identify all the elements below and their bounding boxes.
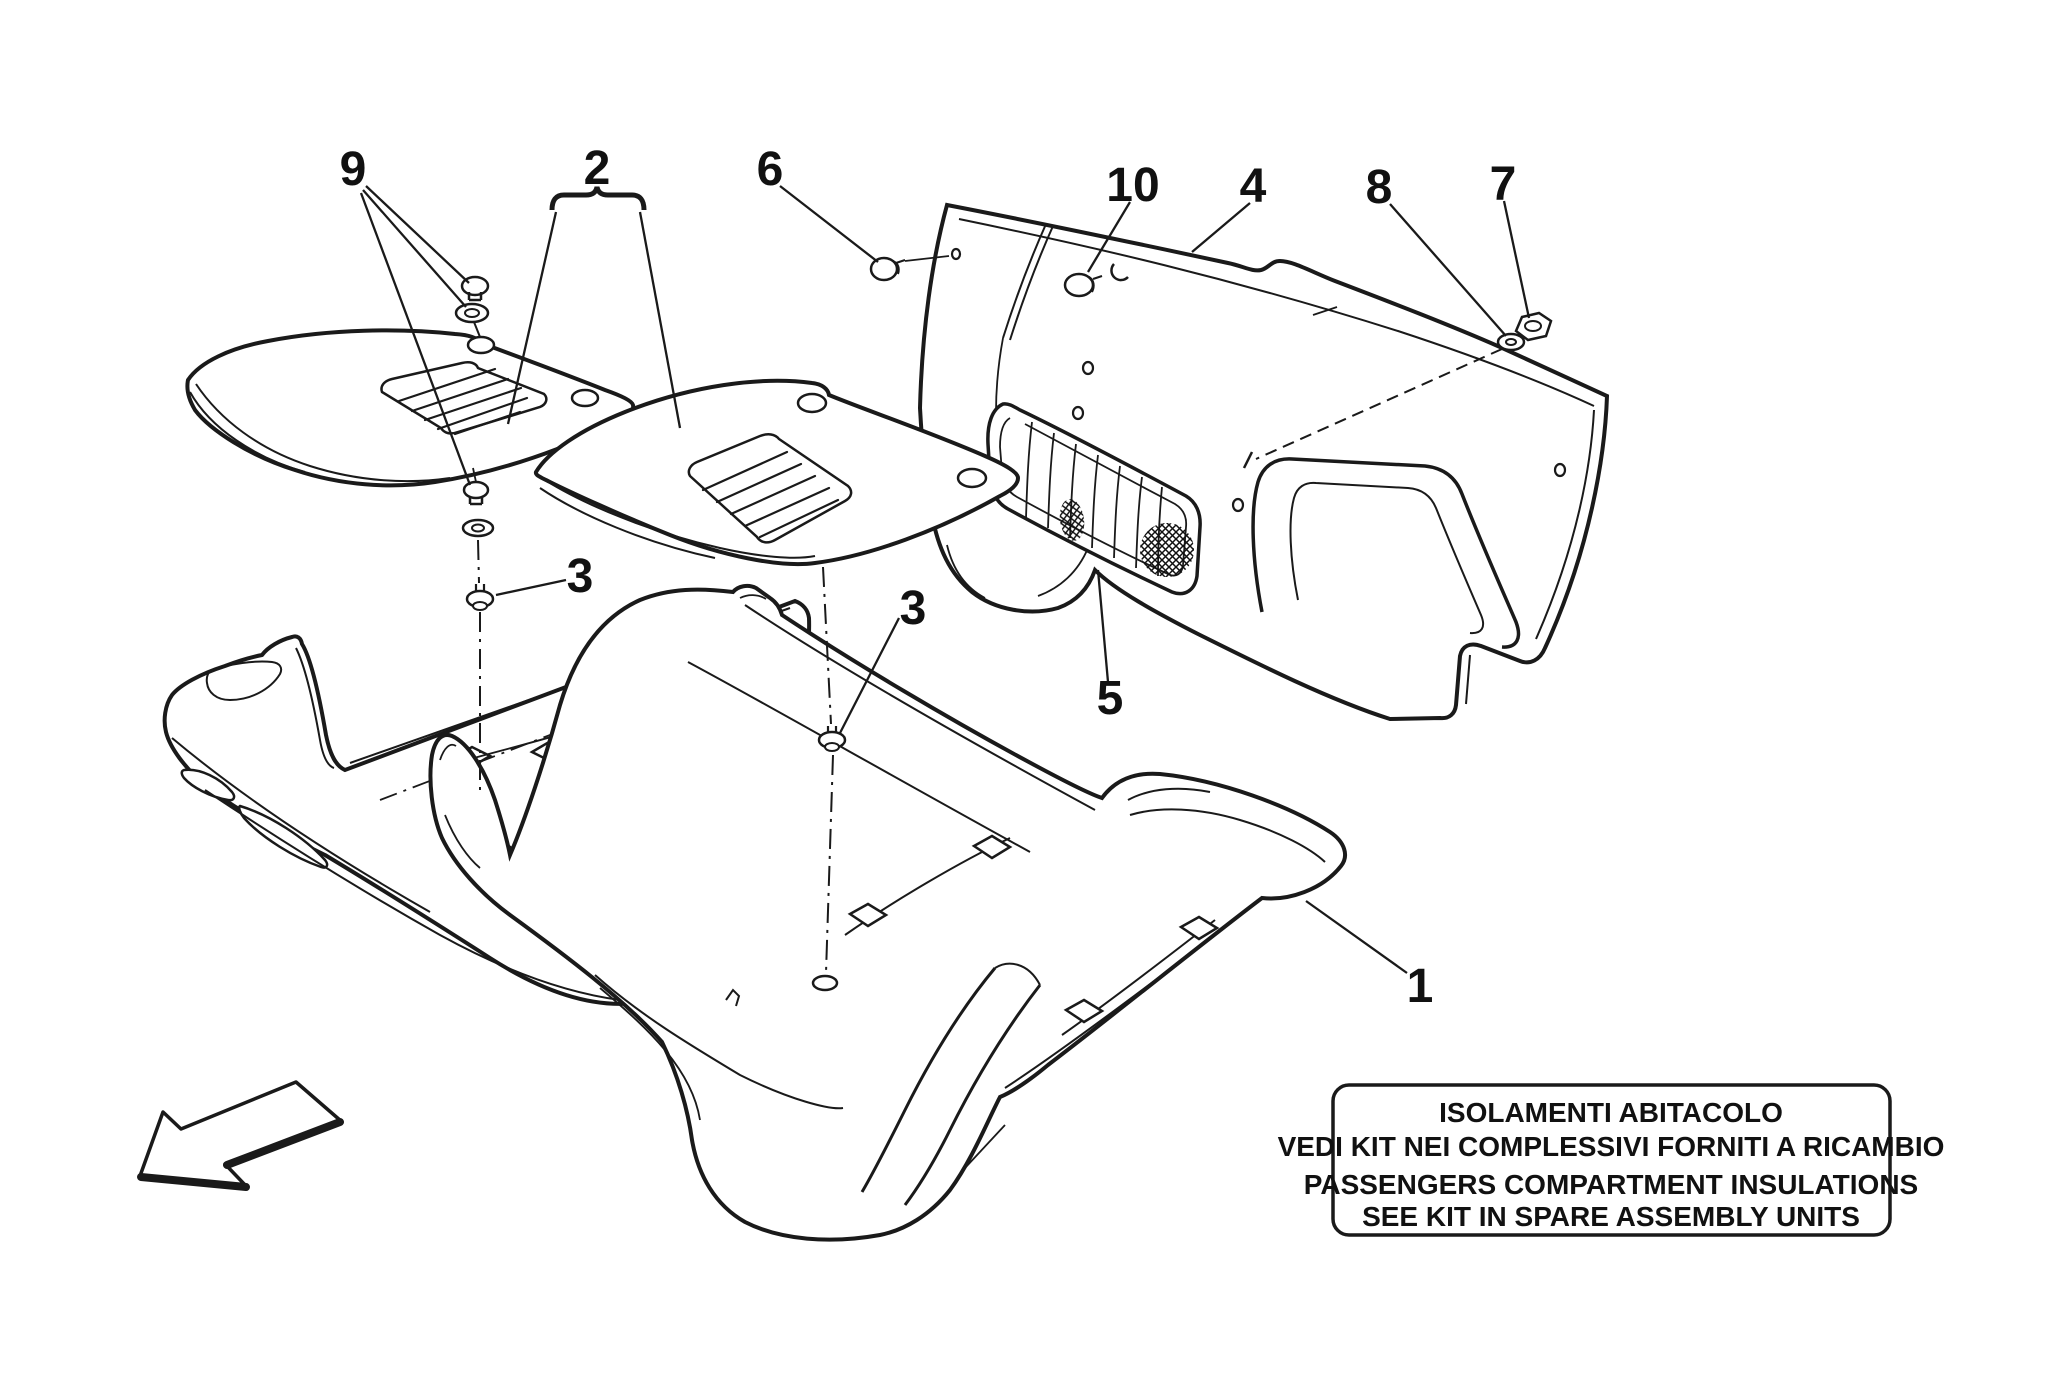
leader-9 xyxy=(359,192,472,486)
screw-icon xyxy=(869,255,950,282)
leader-5 xyxy=(1096,569,1110,683)
pushpin-icon xyxy=(1063,272,1103,298)
leader-2 xyxy=(506,211,558,425)
callout-2: 2 xyxy=(584,142,611,195)
note-line-it-1: ISOLAMENTI ABITACOLO xyxy=(1439,1097,1783,1128)
callout-5: 5 xyxy=(1097,672,1124,725)
leader-3a xyxy=(495,578,567,597)
leader-6 xyxy=(779,185,879,263)
callout-3b: 3 xyxy=(900,582,927,635)
clip-fastener-icon xyxy=(817,726,847,752)
leader-9 xyxy=(365,185,470,284)
carpet-fastener-hole xyxy=(811,974,839,992)
leader-lines xyxy=(359,185,1531,974)
panel-hole xyxy=(1231,497,1245,513)
front-direction-arrow-icon xyxy=(137,1080,344,1191)
callout-10: 10 xyxy=(1106,159,1159,212)
leader-1 xyxy=(1305,900,1408,974)
floor-mat-left xyxy=(185,328,636,488)
callout-3a: 3 xyxy=(567,550,594,603)
screw-hole xyxy=(950,247,962,261)
callout-7: 7 xyxy=(1490,158,1517,211)
note-line-en-1: PASSENGERS COMPARTMENT INSULATIONS xyxy=(1304,1169,1918,1200)
brace-2 xyxy=(549,186,647,211)
note-line-en-2: SEE KIT IN SPARE ASSEMBLY UNITS xyxy=(1362,1201,1860,1232)
button-fastener-icon xyxy=(462,480,490,500)
mesh-patch xyxy=(1059,499,1085,541)
rear-trim-panel xyxy=(917,202,1610,722)
leader-8 xyxy=(1389,203,1507,337)
callout-8: 8 xyxy=(1366,161,1393,214)
leader-7 xyxy=(1502,200,1531,319)
mat-fastener-hole xyxy=(466,335,496,355)
leader-3b xyxy=(838,617,901,734)
clip-hole xyxy=(1110,263,1129,282)
leader-9 xyxy=(362,189,467,308)
note-box: ISOLAMENTI ABITACOLO VEDI KIT NEI COMPLE… xyxy=(1278,1083,1945,1237)
callout-6: 6 xyxy=(757,143,784,196)
mat-hole xyxy=(956,467,988,489)
callout-9: 9 xyxy=(340,143,367,196)
rear-carpet xyxy=(428,583,1347,1242)
leader-4 xyxy=(1191,202,1251,253)
panel-hole xyxy=(1081,360,1095,376)
leader-2 xyxy=(638,211,682,429)
callout-4: 4 xyxy=(1240,160,1267,213)
mat-hole xyxy=(570,388,600,408)
floor-mat-right xyxy=(533,378,1021,567)
nut-icon xyxy=(1514,311,1553,342)
leader-10 xyxy=(1087,201,1131,273)
panel-hole xyxy=(1071,405,1085,421)
panel-hole xyxy=(1553,462,1567,478)
fasteners xyxy=(454,255,1553,974)
note-line-it-2: VEDI KIT NEI COMPLESSIVI FORNITI A RICAM… xyxy=(1278,1131,1945,1162)
callout-1: 1 xyxy=(1407,960,1434,1013)
mesh-patch xyxy=(1140,523,1194,577)
mat-hole xyxy=(796,392,828,414)
clip-fastener-icon xyxy=(465,584,495,611)
